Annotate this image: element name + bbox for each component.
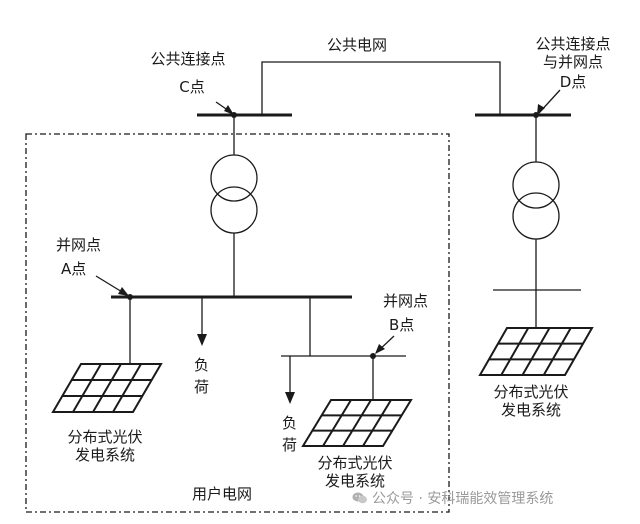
pv-panel-left <box>51 363 163 413</box>
label-pcc-d-line2: 与并网点 <box>542 53 603 71</box>
label-pv-right: 分布式光伏 发电系统 <box>476 383 586 419</box>
label-grid-point-a-line2: A点 <box>61 260 87 278</box>
label-load-2: 负 荷 <box>282 414 297 454</box>
leader-d-head <box>537 104 545 115</box>
watermark-text: 公众号 · 安科瑞能效管理系统 <box>372 491 554 507</box>
junction-d <box>533 112 539 118</box>
transformer-left-top <box>210 154 258 202</box>
label-pcc-c-line1: 公共连接点 <box>150 50 226 68</box>
load-arrow-1 <box>197 334 207 346</box>
label-grid-point-a-line1: 并网点 <box>56 236 102 254</box>
label-pcc-d: 公共连接点 与并网点 D点 <box>523 35 623 91</box>
label-pcc-d-line1: 公共连接点 <box>535 35 611 53</box>
label-grid-point-b: 并网点 B点 <box>383 292 428 334</box>
user-grid-boundary <box>25 133 450 513</box>
label-pv-left-line1: 分布式光伏 <box>67 428 143 446</box>
label-pv-mid-line2: 发电系统 <box>324 472 385 490</box>
label-pv-right-line2: 发电系统 <box>500 401 561 419</box>
transformer-right-bottom <box>512 192 560 240</box>
junction-b <box>370 353 376 359</box>
label-pv-left: 分布式光伏 发电系统 <box>50 428 160 464</box>
label-pcc-c: 公共连接点 C点 <box>138 50 238 96</box>
label-load-2-line2: 荷 <box>282 436 298 454</box>
label-grid-point-b-line1: 并网点 <box>383 292 429 310</box>
label-pcc-d-line3: D点 <box>559 73 587 91</box>
label-user-grid: 用户电网 <box>192 485 253 503</box>
pv-panel-right <box>478 327 594 376</box>
wechat-icon <box>352 492 367 504</box>
pv-panel-mid <box>301 399 413 447</box>
junction-c <box>231 112 237 118</box>
label-grid-point-a: 并网点 A点 <box>56 236 101 278</box>
label-pv-mid-line1: 分布式光伏 <box>317 454 393 472</box>
label-load-1-line1: 负 <box>194 356 210 374</box>
watermark: 公众号 · 安科瑞能效管理系统 <box>352 488 553 508</box>
label-load-2-line1: 负 <box>282 414 298 432</box>
label-public-grid: 公共电网 <box>327 36 388 54</box>
label-pv-left-line2: 发电系统 <box>74 446 135 464</box>
public-grid-line <box>261 61 501 115</box>
label-grid-point-b-line2: B点 <box>389 316 415 334</box>
label-load-1: 负 荷 <box>194 356 209 396</box>
label-load-1-line2: 荷 <box>194 378 210 396</box>
transformer-left-bottom <box>210 186 258 234</box>
label-pcc-c-line2: C点 <box>179 78 205 96</box>
label-pv-right-line1: 分布式光伏 <box>493 383 569 401</box>
label-pv-mid: 分布式光伏 发电系统 <box>300 454 410 490</box>
junction-a <box>127 294 133 300</box>
leader-c-head <box>224 105 234 115</box>
transformer-right-top <box>512 161 560 209</box>
load-arrow-2 <box>285 392 295 404</box>
leader-b-head <box>375 344 385 354</box>
leader-a-head <box>118 287 129 296</box>
